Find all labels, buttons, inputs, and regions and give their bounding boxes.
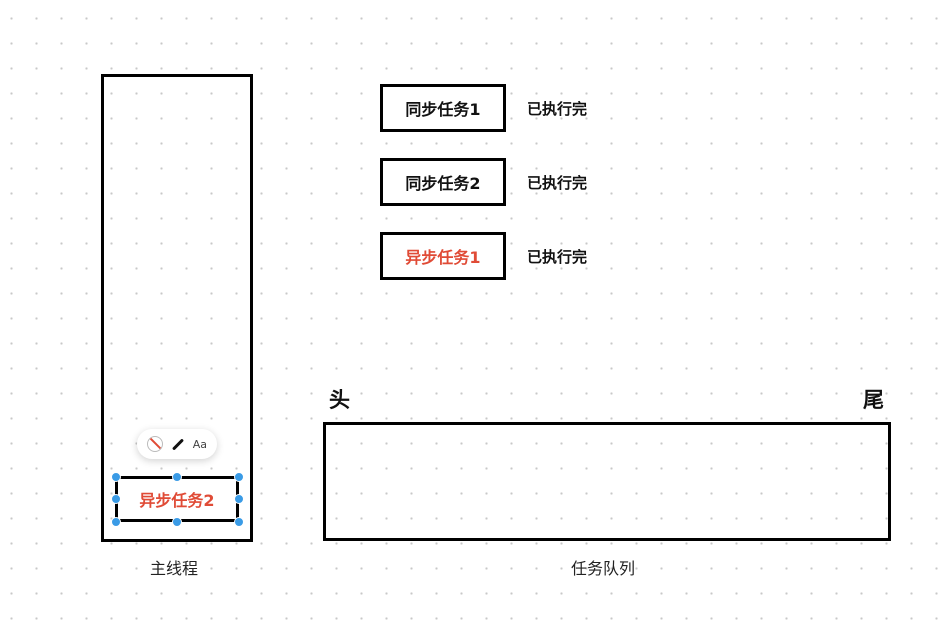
queue-tail-label: 尾 [863, 388, 884, 412]
resize-handle[interactable] [172, 472, 182, 482]
async-task-2-selected[interactable]: 异步任务2 [115, 476, 239, 522]
main-thread-box[interactable] [101, 74, 253, 542]
task-status: 已执行完 [527, 248, 588, 266]
resize-handle[interactable] [234, 472, 244, 482]
main-thread-label: 主线程 [150, 559, 199, 578]
task-status: 已执行完 [527, 100, 588, 118]
resize-handle[interactable] [111, 494, 121, 504]
pen-icon[interactable] [171, 437, 184, 451]
resize-handle[interactable] [234, 494, 244, 504]
resize-handle[interactable] [172, 517, 182, 527]
sync-task-1[interactable]: 同步任务1 [380, 84, 506, 132]
task-queue-box[interactable] [323, 422, 891, 541]
resize-handle[interactable] [234, 517, 244, 527]
queue-head-label: 头 [329, 388, 350, 412]
async-task-1[interactable]: 异步任务1 [380, 232, 506, 280]
resize-handle[interactable] [111, 517, 121, 527]
shape-toolbar: Aa [137, 429, 217, 459]
no-fill-icon[interactable] [146, 436, 163, 452]
text-style-icon[interactable]: Aa [192, 437, 208, 451]
sync-task-2[interactable]: 同步任务2 [380, 158, 506, 206]
task-queue-label: 任务队列 [571, 559, 636, 578]
task-status: 已执行完 [527, 174, 588, 192]
resize-handle[interactable] [111, 472, 121, 482]
